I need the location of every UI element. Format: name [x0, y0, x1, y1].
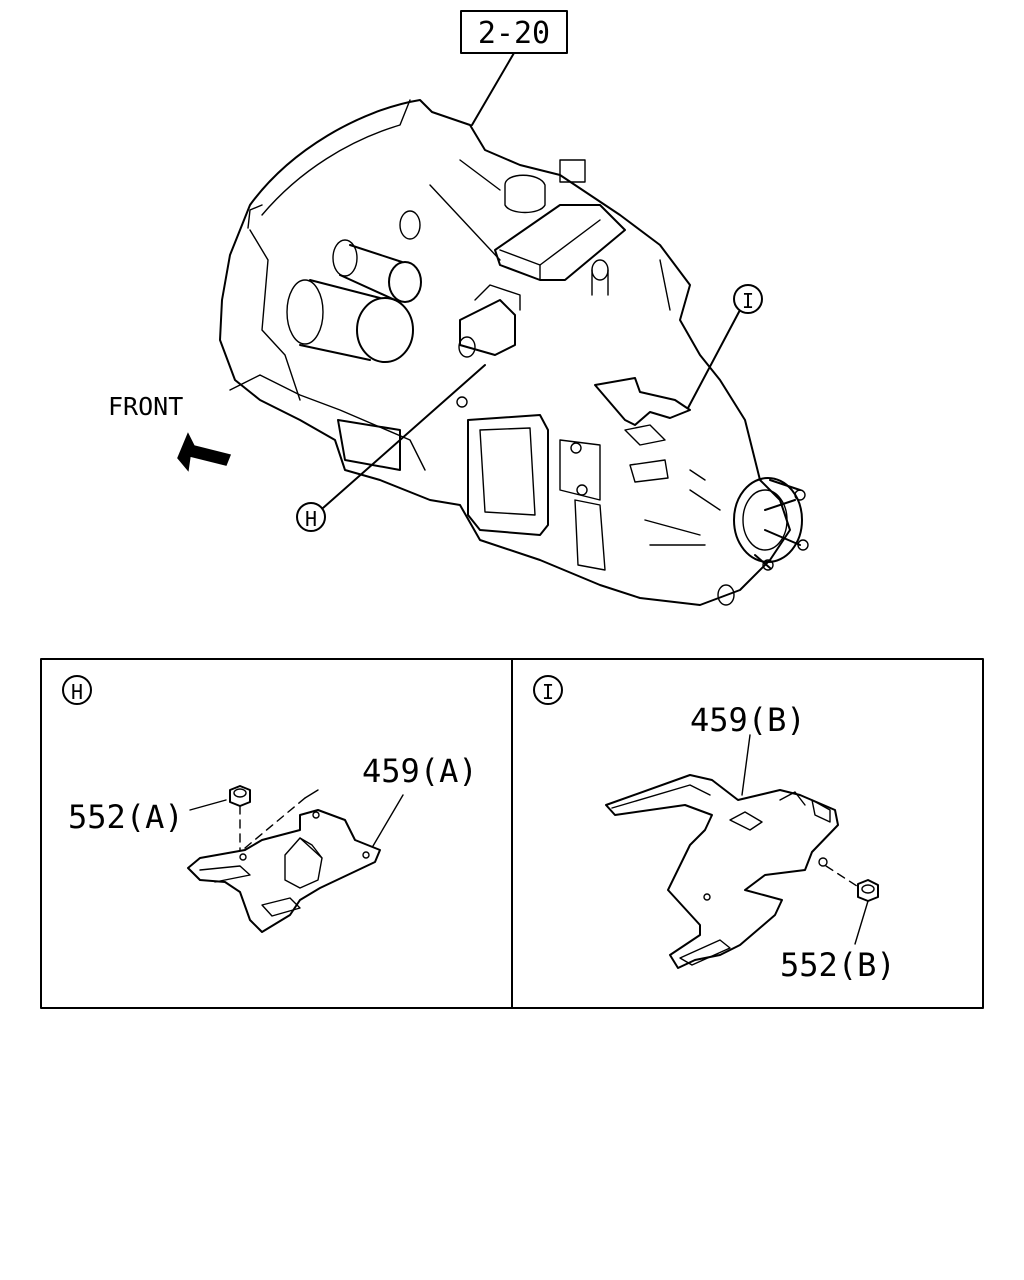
bracket-459a-dash2 [304, 789, 319, 799]
reference-leader [471, 52, 515, 126]
nut-552b-leader [854, 900, 869, 945]
reference-box-label: 2-20 [478, 16, 550, 51]
nut-552a-label[interactable]: 552(A) [68, 798, 184, 836]
nut-552b[interactable] [857, 879, 879, 902]
bracket-459a-leader [372, 794, 404, 847]
detail-i-panel: I 459(B) 552(B) [533, 675, 896, 984]
nut-552a[interactable] [229, 785, 251, 807]
bracket-459b-label[interactable]: 459(B) [690, 701, 806, 739]
detail-h-panel: H 552(A) 459(A) [62, 675, 478, 933]
callout-h-letter: H [305, 507, 317, 531]
callout-h-leader [322, 364, 486, 509]
detail-h-marker: H [62, 675, 92, 705]
nut-552a-leader [189, 799, 227, 811]
bracket-459a-label[interactable]: 459(A) [362, 752, 478, 790]
callout-i-leader [687, 309, 741, 409]
bracket-459b[interactable] [605, 774, 839, 969]
bracket-459a[interactable] [187, 809, 381, 933]
detail-i-marker: I [533, 675, 563, 705]
detail-h-letter: H [71, 680, 83, 704]
front-label: FRONT [108, 392, 183, 421]
callout-i-letter: I [742, 289, 754, 313]
reference-box[interactable]: 2-20 [460, 10, 568, 54]
front-indicator: FRONT [108, 392, 232, 472]
detail-i-letter: I [542, 680, 554, 704]
nut-552b-dash [825, 865, 861, 889]
nut-552b-label[interactable]: 552(B) [780, 946, 896, 984]
callout-i-marker[interactable]: I [733, 284, 763, 314]
callout-h-marker[interactable]: H [296, 502, 326, 532]
front-arrow-icon [177, 432, 232, 472]
bracket-459b-leader [741, 734, 751, 796]
transmission-assembly [219, 99, 809, 606]
